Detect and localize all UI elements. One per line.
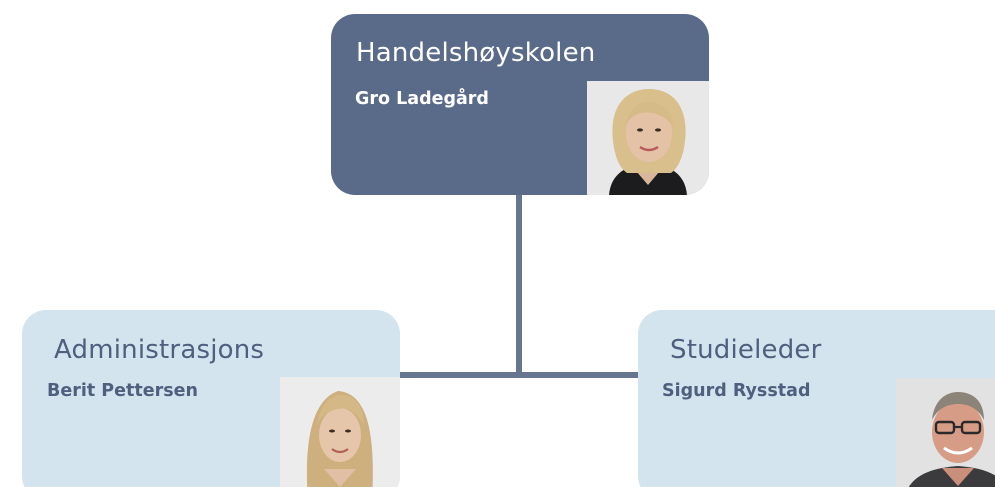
org-node-right: Studieleder Sigurd Rysstad xyxy=(638,310,995,487)
person-photo xyxy=(280,377,400,487)
unit-title: Administrasjons xyxy=(54,335,265,365)
connector-horizontal xyxy=(398,372,640,378)
unit-title: Studieleder xyxy=(670,335,822,365)
person-photo xyxy=(587,81,709,195)
person-photo xyxy=(896,378,995,487)
connector-vertical xyxy=(516,194,522,376)
org-node-top: Handelshøyskolen Gro Ladegård xyxy=(331,14,709,195)
person-name: Berit Pettersen xyxy=(47,381,198,401)
person-name: Gro Ladegård xyxy=(355,89,489,109)
unit-title: Handelshøyskolen xyxy=(356,38,596,68)
org-node-left: Administrasjons Berit Pettersen xyxy=(22,310,400,487)
person-name: Sigurd Rysstad xyxy=(662,381,811,401)
